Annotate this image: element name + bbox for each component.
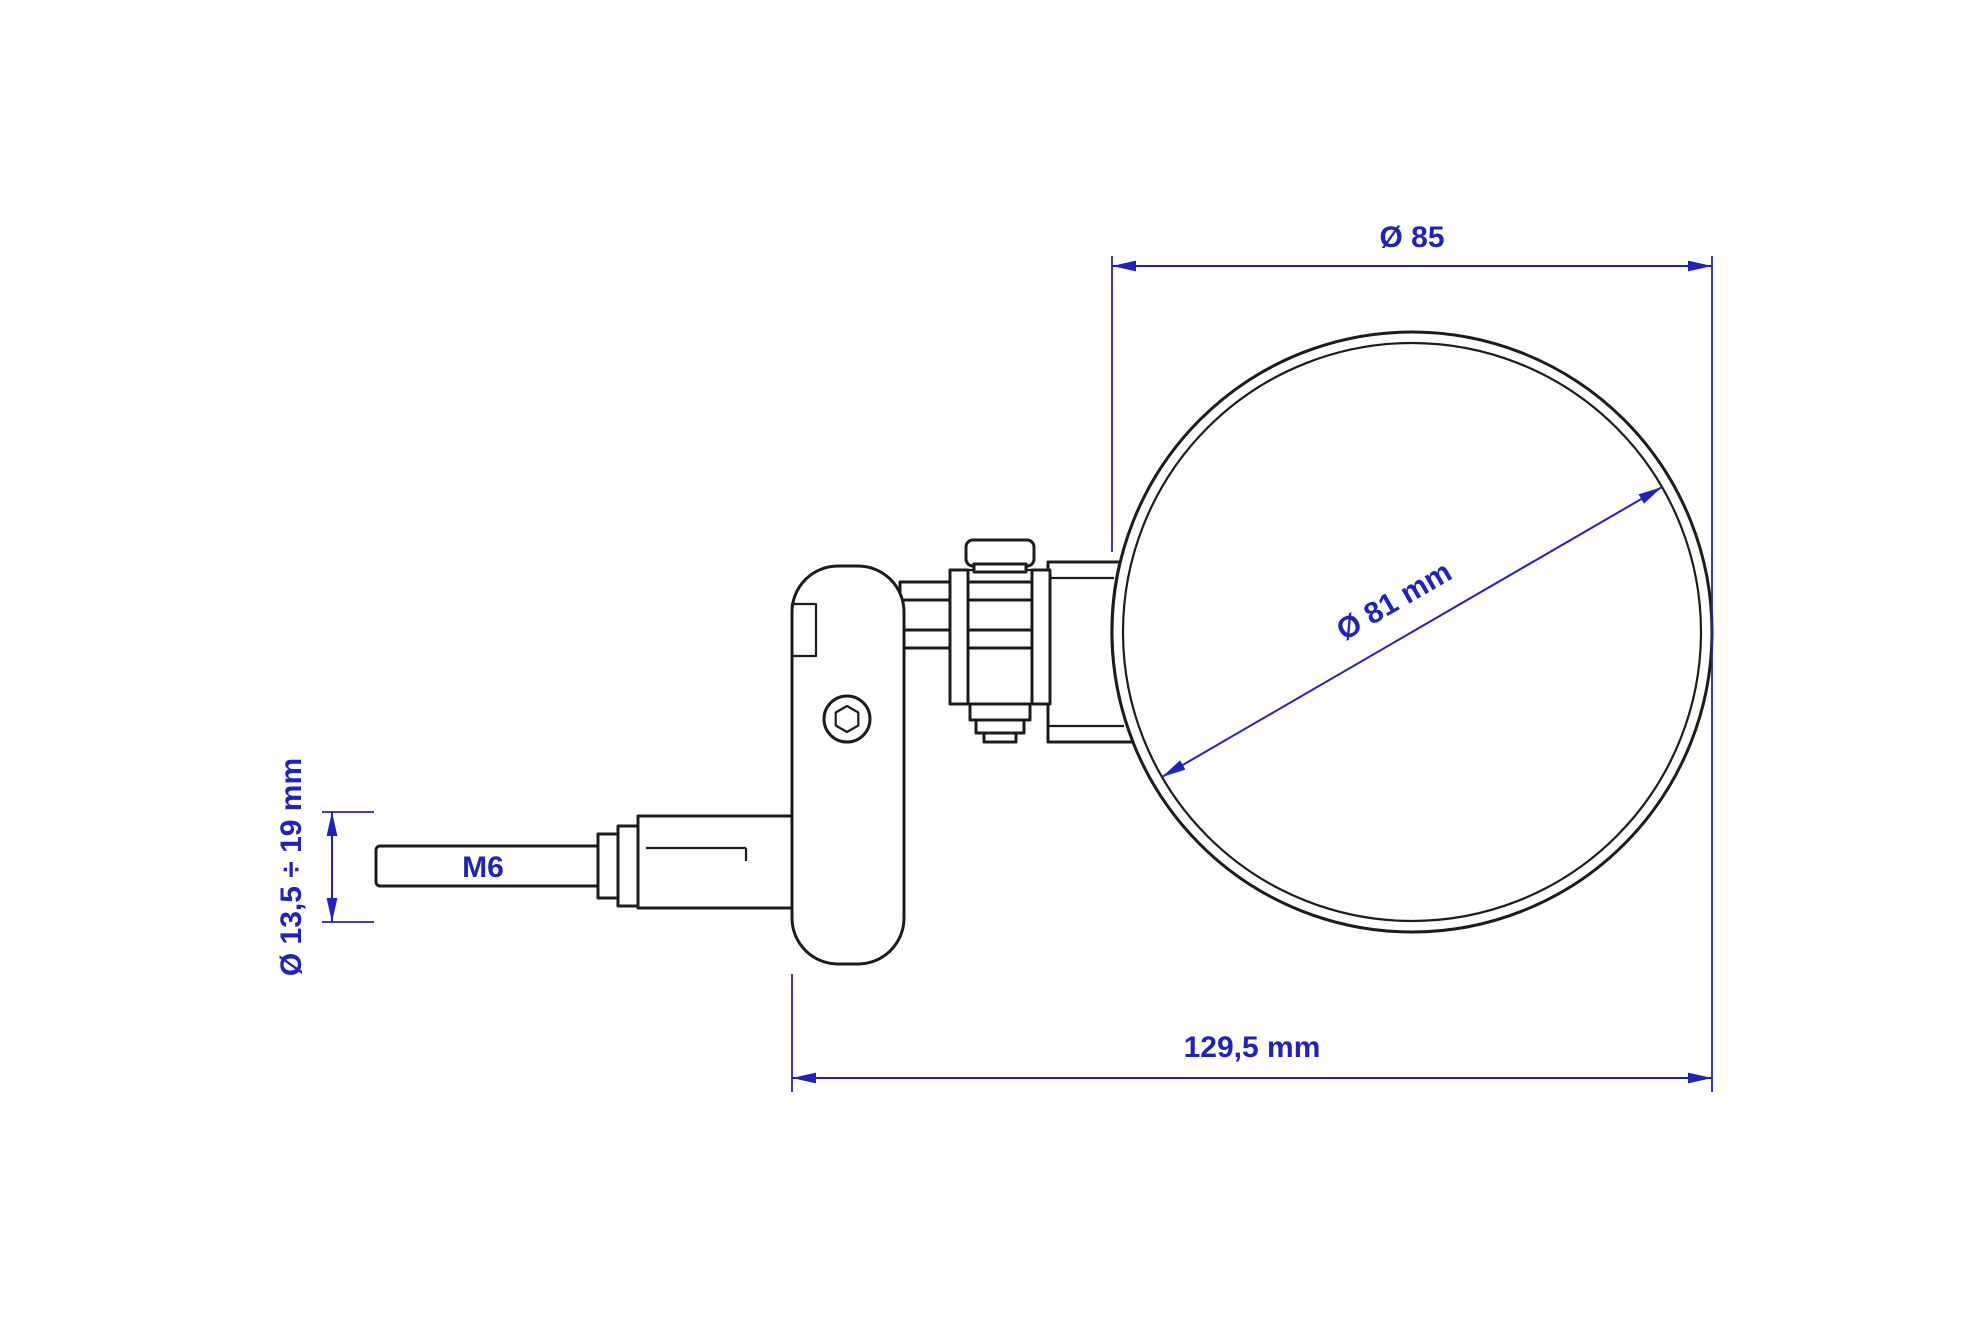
dimension-overall-length: 129,5 mm	[791, 974, 1712, 1092]
thread-label: M6	[462, 851, 504, 884]
pinch-bolt	[822, 694, 872, 744]
mirror-diameter-label: Ø 81 mm	[1331, 555, 1457, 647]
clamp-range-label: Ø 13,5 ÷ 19 mm	[275, 758, 308, 976]
clevis-plate-right	[1030, 568, 1052, 706]
mirror-clamp-body	[1046, 560, 1135, 744]
outer-diameter-label: Ø 85	[1379, 221, 1444, 254]
expander-rod-assembly	[374, 814, 798, 910]
pivot-arm	[898, 580, 1048, 650]
pivot-nut-1	[968, 702, 1032, 722]
stem-collar	[616, 824, 640, 908]
mounting-bracket	[790, 564, 906, 966]
pivot-arm-lower-tine	[898, 628, 1048, 650]
dimension-clamp-range: Ø 13,5 ÷ 19 mm	[275, 758, 374, 976]
pivot-arm-upper-tine	[898, 580, 1048, 602]
dimension-line	[1161, 486, 1663, 778]
clevis-plate-left	[948, 568, 970, 706]
expander-body	[636, 814, 798, 910]
pivot-nut-2	[974, 718, 1026, 735]
overall-length-label: 129,5 mm	[1184, 1031, 1321, 1064]
stem-washer	[596, 832, 620, 900]
pivot-bolt-head	[964, 538, 1036, 568]
dimension-mirror-glass: Ø 81 mm	[1161, 486, 1663, 778]
bracket-slot-notch	[790, 602, 818, 658]
pivot-nut-stack	[968, 702, 1032, 744]
pivot-bolt-top	[964, 538, 1036, 574]
pivot-bolt-washer	[972, 562, 1028, 574]
mirror-inner-ring	[1121, 341, 1703, 923]
pinch-bolt-hex-socket-icon	[834, 704, 860, 734]
pinch-bolt-head	[822, 694, 872, 744]
bracket-body	[790, 564, 906, 966]
mirror-clamp	[1046, 560, 1135, 744]
pivot-nut-3	[982, 731, 1018, 744]
dimension-outer-diameter: Ø 85	[1111, 221, 1713, 1092]
